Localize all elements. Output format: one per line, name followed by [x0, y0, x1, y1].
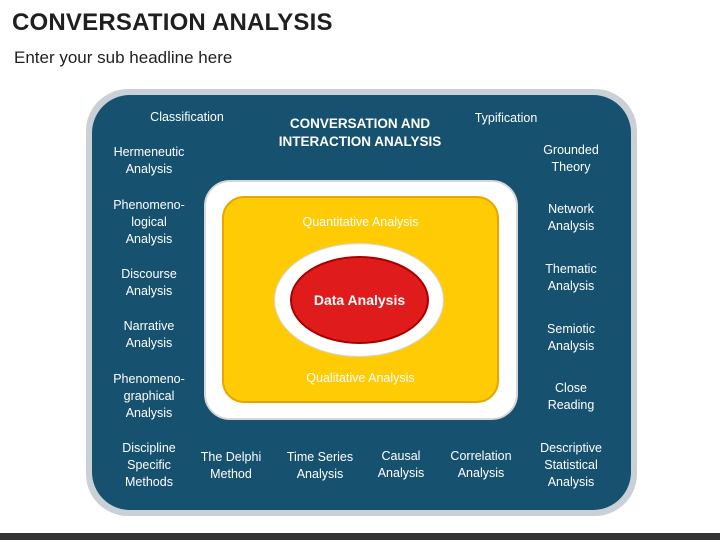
label-descriptive-statistical-analysis: Descriptive Statistical Analysis — [540, 441, 602, 489]
label-causal-analysis: Causal Analysis — [377, 449, 425, 480]
label-correlation-analysis: Correlation Analysis — [450, 449, 512, 480]
label-network-analysis: Network Analysis — [547, 202, 595, 233]
page-title: CONVERSATION ANALYSIS — [12, 9, 333, 36]
label-discourse-analysis: Discourse Analysis — [121, 267, 177, 298]
label-discipline-specific-methods: Discipline Specific Methods — [122, 441, 176, 489]
label-time-series-analysis: Time Series Analysis — [286, 450, 354, 481]
label-typification: Typification — [474, 111, 538, 125]
label-grounded-theory: Grounded Theory — [543, 143, 599, 174]
label-semiotic-analysis: Semiotic Analysis — [547, 322, 595, 353]
label-thematic-analysis: Thematic Analysis — [545, 262, 597, 293]
label-data-analysis: Data Analysis — [313, 292, 406, 308]
label-quantitative-analysis: Quantitative Analysis — [302, 215, 419, 229]
label-qualitative-analysis: Qualitative Analysis — [306, 371, 415, 385]
label-phenomenographical-analysis: Phenomeno- graphical Analysis — [113, 372, 185, 420]
diagram-center-title: CONVERSATION AND INTERACTION ANALYSIS — [278, 116, 442, 149]
label-delphi-method: The Delphi Method — [200, 450, 262, 481]
page-subtitle: Enter your sub headline here — [14, 48, 233, 67]
label-close-reading: Close Reading — [547, 381, 595, 412]
label-hermeneutic-analysis: Hermeneutic Analysis — [113, 145, 185, 176]
footer-bar — [0, 533, 720, 540]
label-classification: Classification — [150, 110, 224, 124]
data-analysis-core: Data Analysis — [290, 256, 429, 344]
label-phenomenological-analysis: Phenomeno- logical Analysis — [113, 198, 185, 246]
label-narrative-analysis: Narrative Analysis — [123, 319, 175, 350]
